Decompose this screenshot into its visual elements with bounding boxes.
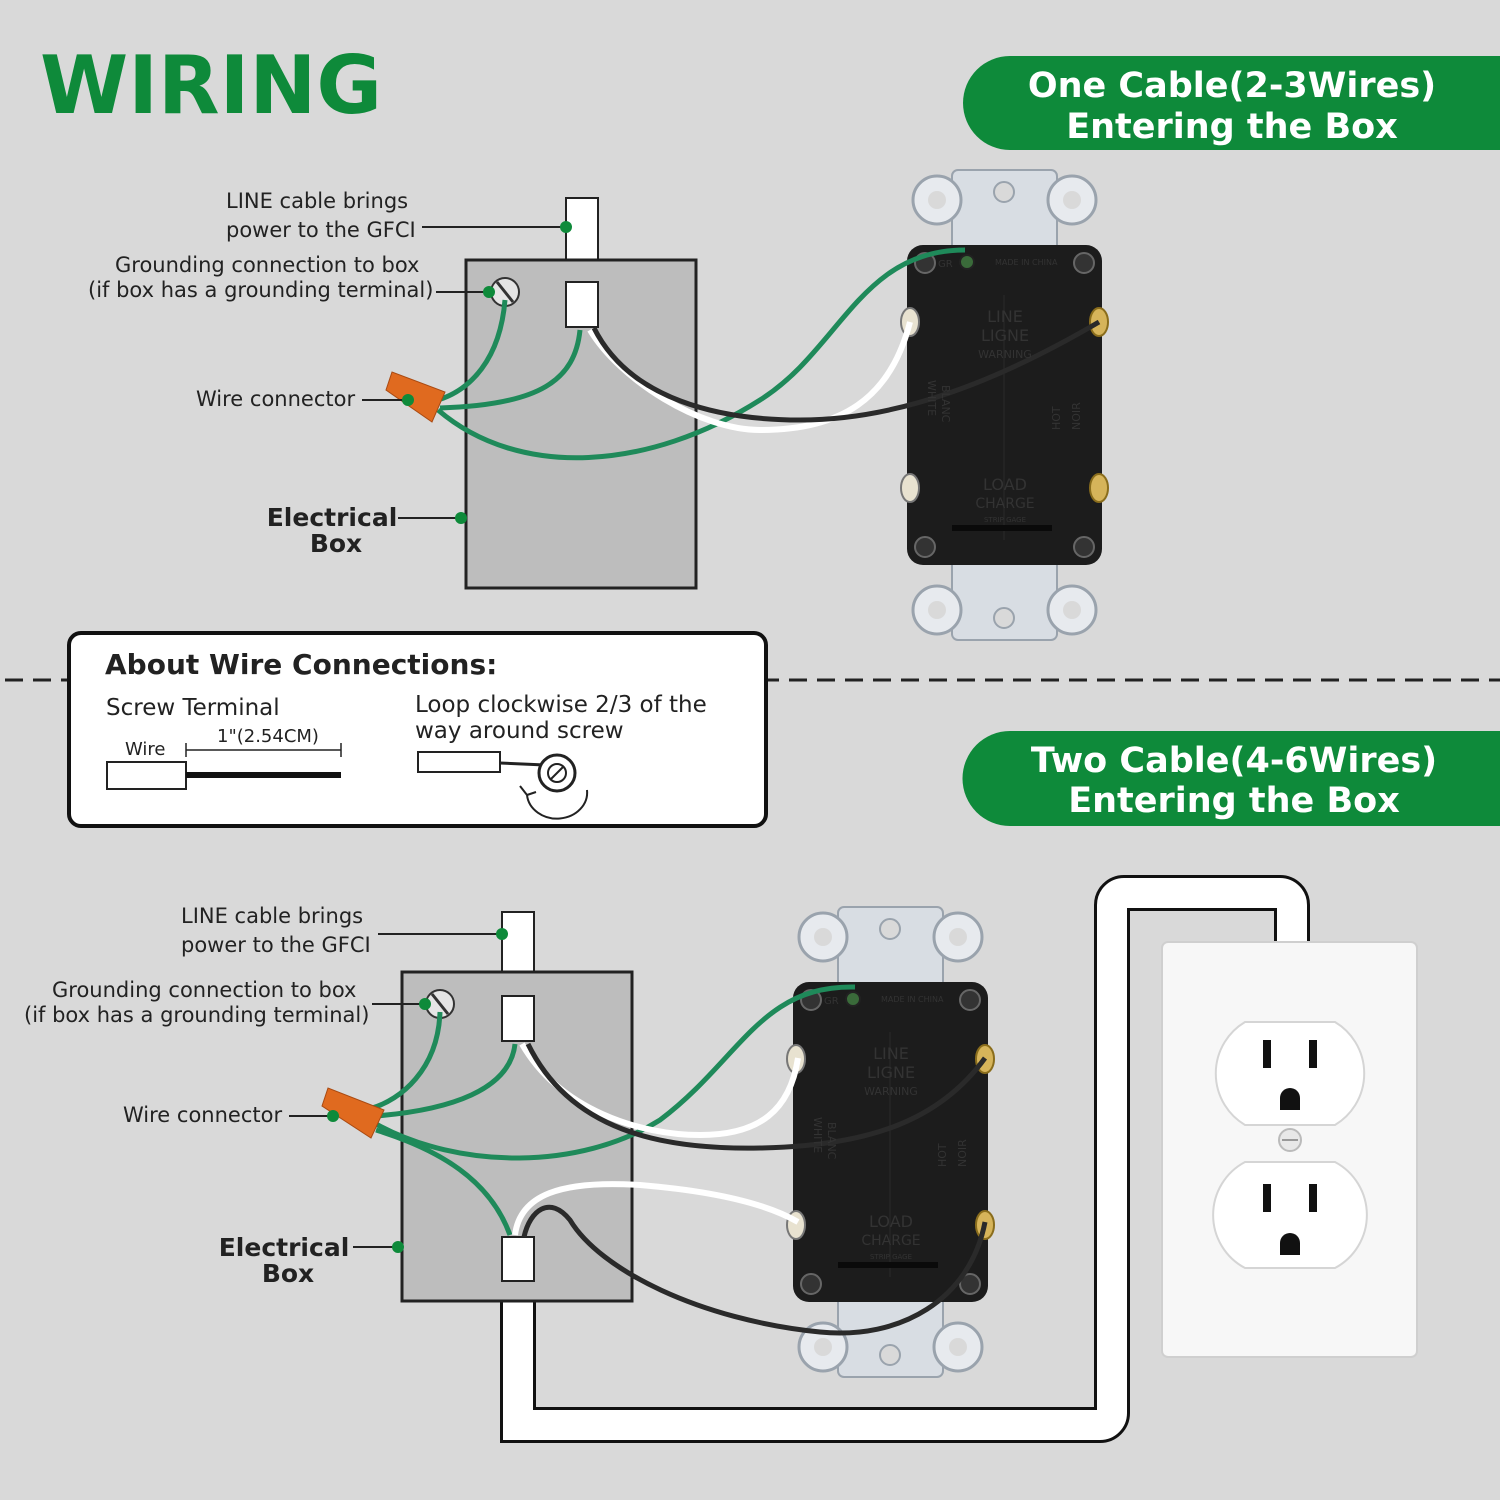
label-grounding-2: (if box has a grounding terminal) [88,278,433,302]
gfci-blanc: BLANC [825,1122,838,1160]
cable-entry-bottom [501,1236,535,1282]
gfci-load: LOAD [869,1212,913,1231]
label-line-cable-2: power to the GFCI [181,933,371,957]
banner-one-line1: One Cable(2-3Wires) [1028,66,1436,106]
label-line-cable-1: LINE cable brings [226,189,408,213]
label-line-cable-1: LINE cable brings [181,904,363,928]
gfci-gr: GR [824,996,839,1007]
load-cable [503,878,1307,1440]
label-box-2: Box [310,529,362,558]
gfci-ligne: LIGNE [981,326,1029,345]
gfci-noir: NOIR [956,1139,969,1167]
banner-two-line2: Entering the Box [1068,781,1400,821]
section-two-cable: LINE cable brings power to the GFCI Grou… [24,875,1418,1443]
wire-insulation-icon [106,761,187,790]
gfci-gr: GR [938,259,953,270]
label-box-2: Box [262,1259,314,1288]
about-wire-connections: About Wire Connections: Screw Terminal W… [67,631,768,828]
label-wire-connector: Wire connector [196,387,355,411]
section-one-cable: LINE cable brings power to the GFCI Grou… [88,168,1110,642]
wire-label: Wire [125,739,165,760]
screw-terminal-label: Screw Terminal [106,695,280,721]
gfci-face-text-2: GR MADE IN CHINA LINE LIGNE WARNING LOAD… [811,995,969,1261]
loop-line1: Loop clockwise 2/3 of the [415,692,707,718]
gfci-white: WHITE [811,1117,824,1153]
gfci-blanc: BLANC [939,385,952,423]
gfci-noir: NOIR [1070,402,1083,430]
neutral-wire-load [512,1181,800,1236]
banner-one-cable: One Cable(2-3Wires) Entering the Box [963,56,1500,150]
hot-wire-line [525,1042,988,1151]
gfci-hot: HOT [936,1143,949,1167]
label-wire-connector: Wire connector [123,1103,282,1127]
gfci-load: LOAD [983,475,1027,494]
ground-pigtail-wire [436,247,966,461]
gfci-line: LINE [873,1044,909,1063]
ground-wire [439,329,583,411]
about-heading: About Wire Connections: [105,648,497,681]
banner-two-line1: Two Cable(4-6Wires) [1031,741,1437,781]
ground-wire-line [375,1043,518,1119]
gfci-white: WHITE [925,380,938,416]
cable-entry-top [501,995,535,1042]
cable-entry [565,281,599,328]
label-line-cable-2: power to the GFCI [226,218,416,242]
hot-wire-load [521,1204,988,1336]
duplex-outlet [1161,941,1418,1358]
banner-one-line2: Entering the Box [1066,107,1398,147]
clockwise-arrow-icon [526,789,589,820]
gfci-made-in: MADE IN CHINA [995,258,1058,267]
label-grounding-1: Grounding connection to box [52,978,357,1002]
gfci-warning: WARNING [864,1085,918,1098]
gfci-warning: WARNING [978,348,1032,361]
label-grounding-2: (if box has a grounding terminal) [24,1003,369,1027]
gfci-hot: HOT [1050,406,1063,430]
gfci-ligne: LIGNE [867,1063,915,1082]
label-grounding-1: Grounding connection to box [115,253,420,277]
wire-connector-icon [385,371,446,423]
label-box-1: Electrical [219,1233,350,1262]
hot-wire [591,319,1101,423]
gfci-line: LINE [987,307,1023,326]
banner-two-cable: Two Cable(4-6Wires) Entering the Box [962,731,1500,826]
line-cable [501,911,535,975]
strip-length-label: 1"(2.54CM) [217,726,319,747]
gfci-made-in: MADE IN CHINA [881,995,944,1004]
wire-connector-icon [321,1087,385,1139]
page-title: WIRING [40,39,382,132]
label-box-1: Electrical [267,503,398,532]
gfci-charge: CHARGE [975,496,1034,512]
gfci-face-text-1: GR MADE IN CHINA LINE LIGNE WARNING LOAD… [925,258,1083,524]
loop-line2: way around screw [415,718,624,744]
ground-jumper-wire [437,299,508,403]
ground-jumper-wire [371,1011,443,1111]
ground-pigtail-wire [374,984,856,1161]
ground-wire-load [375,1127,513,1236]
gfci-strip-gage: STRIP GAGE [984,516,1026,524]
gfci-charge: CHARGE [861,1233,920,1249]
gfci-strip-gage: STRIP GAGE [870,1253,912,1261]
